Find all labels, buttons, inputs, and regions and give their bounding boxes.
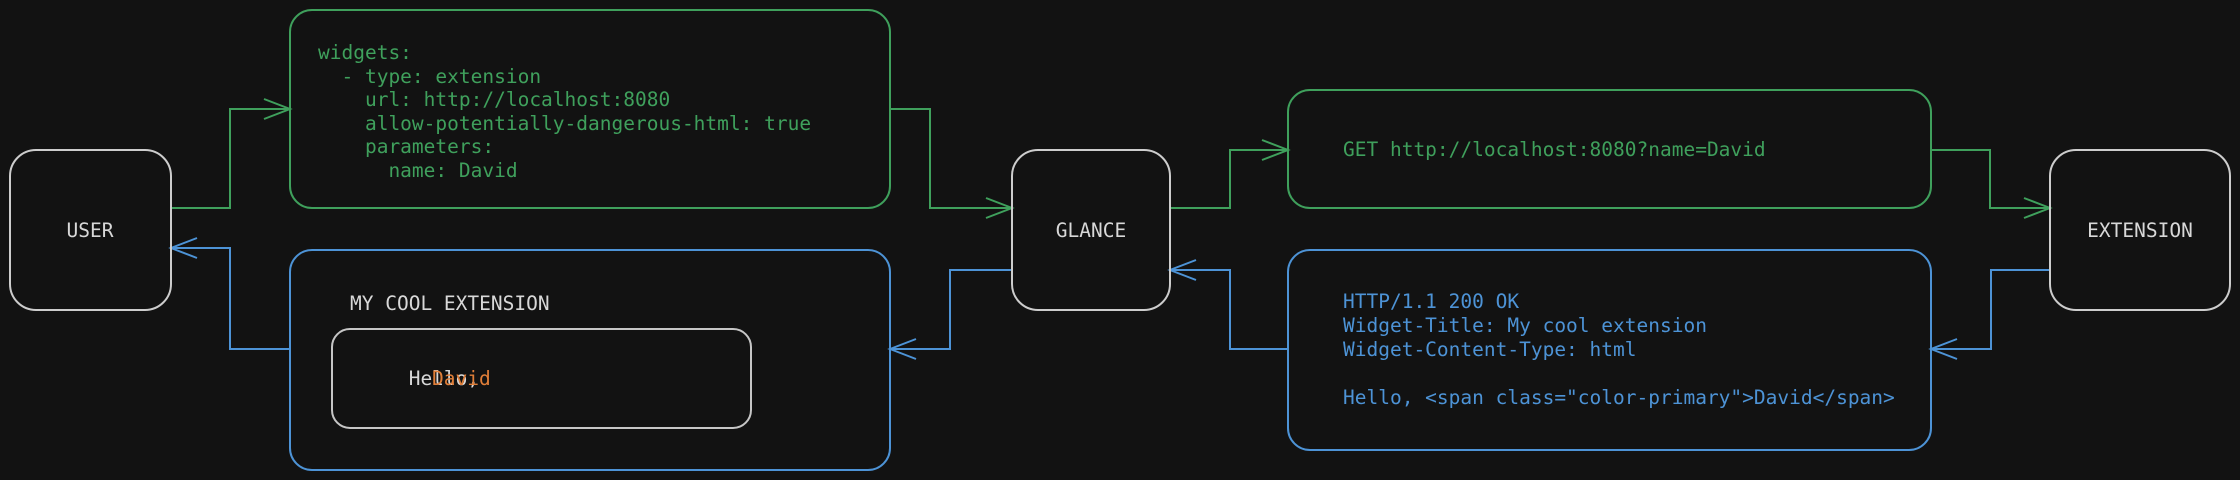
node-boxes [9,149,2231,311]
config-line: url: http://localhost:8080 [318,88,670,111]
response-text: HTTP/1.1 200 OK Widget-Title: My cool ex… [1343,290,1895,409]
glance-node-label: GLANCE [1056,219,1126,242]
request-box [1287,89,1932,209]
connector-glance-to-request [1170,149,1288,209]
node-labels: USER GLANCE EXTENSION [67,219,2193,242]
connector-config-to-glance [890,108,1012,209]
widget-greeting: Hello, David [350,367,538,390]
response-line: Hello, <span class="color-primary">David… [1343,386,1895,409]
connector-request-to-extension [1931,149,2050,209]
response-box [1287,249,1932,451]
config-box [289,9,891,209]
config-line: parameters: [318,135,494,158]
widget-inner-box [331,328,752,429]
extension-node-box [2049,149,2231,311]
config-line: allow-potentially-dangerous-html: true [318,112,811,135]
extension-node-label: EXTENSION [2087,219,2193,242]
widget-box [289,249,891,471]
config-line: widgets: [318,41,412,64]
glance-node-box [1011,149,1171,311]
connector-user-to-config [171,108,290,209]
response-line: HTTP/1.1 200 OK [1343,290,1519,313]
config-line: name: David [318,159,518,182]
user-node-box [9,149,172,311]
greeting-name: David [432,367,491,390]
config-text: widgets: - type: extension url: http://l… [318,41,811,182]
config-line: - type: extension [318,65,541,88]
connector-extension-to-response [1931,269,2050,350]
widget-title: MY COOL EXTENSION [350,292,550,315]
greeting-prefix: Hello, [409,367,479,390]
response-line: Widget-Content-Type: html [1343,338,1637,361]
connector-response-to-glance [1170,269,1288,350]
response-line: Widget-Title: My cool extension [1343,314,1707,337]
user-node-label: USER [67,219,114,242]
request-text: GET http://localhost:8080?name=David [1343,138,1766,161]
connector-widget-to-user [171,247,290,350]
connector-glance-to-widget [890,269,1012,350]
